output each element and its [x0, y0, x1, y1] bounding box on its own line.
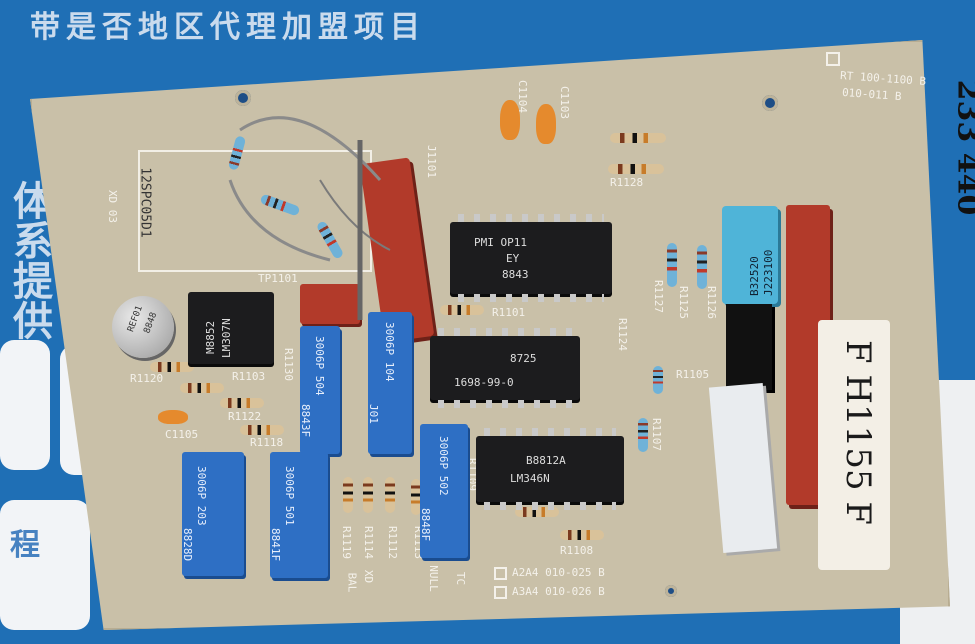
trimpot-3: 3006P 203 8828D [181, 452, 244, 576]
resistor [515, 507, 559, 517]
black-component [726, 304, 772, 390]
mounting-hole [762, 95, 778, 111]
mounting-hole [235, 90, 251, 106]
a2a4-part-number: A2A4 010-025 B [512, 566, 605, 579]
trimpot-3-line2: 8828D [181, 528, 194, 562]
sticker-text: F H1155 F [838, 340, 878, 525]
trimpot-1: 3006P 504 8843F [299, 326, 340, 454]
film-cap-line2: J223100 [762, 249, 775, 296]
resistor [440, 305, 484, 315]
r1122-label: R1122 [228, 410, 262, 423]
connector-header-small [300, 284, 360, 324]
ref01-can-ic: REF01 8848 [112, 296, 174, 358]
handwritten-sticker: F H1155 F [818, 320, 890, 570]
trimpot-2-line1: 3006P 104 [383, 322, 396, 382]
trimpot-1-line1: 3006P 504 [313, 336, 326, 396]
mounting-hole [665, 585, 677, 597]
capacitor-c1104 [500, 100, 520, 140]
op11-line1: PMI OP11 [474, 236, 527, 249]
tp1101-label: TP1101 [258, 272, 298, 285]
mat-tile-left-1 [0, 340, 50, 470]
trimpot-5-line2: 8848F [419, 508, 432, 542]
resistor [150, 362, 194, 372]
mat-side-text: 体系提供 [6, 180, 52, 340]
resistor [608, 164, 664, 174]
r1118-label: R1118 [250, 436, 284, 449]
trimpot-2: 3006P 104 J01 [367, 312, 412, 454]
ic8725-line1: 8725 [510, 352, 537, 365]
trimpot-4: 3006P 501 8841F [269, 452, 328, 578]
mat-tile-left-2: 程 [0, 500, 90, 630]
op11-line3: 8843 [502, 268, 529, 281]
trimpot-4-line2: 8841F [269, 528, 282, 562]
film-cap-line1: B32520 [748, 256, 761, 296]
capacitor-c1105 [158, 410, 188, 424]
trimpot-5-line1: 3006P 502 [437, 436, 450, 496]
ic-op11: PMI OP11 EY 8843 [450, 214, 612, 302]
op11-line2: EY [506, 252, 520, 265]
resistor [180, 383, 224, 393]
resistor [240, 425, 284, 435]
r1120-label: R1120 [130, 372, 164, 385]
trimpot-5: 3006P 502 8848F [419, 424, 468, 558]
rt-checkbox [826, 52, 840, 66]
lm307-line2: LM307N [220, 318, 233, 358]
a3a4-part-number: A3A4 010-026 B [512, 585, 605, 598]
r1108-label: R1108 [560, 544, 594, 557]
ic-lm307n: M8852 LM307N [188, 292, 274, 364]
lm307-line1: M8852 [204, 320, 217, 354]
resistor [560, 530, 604, 540]
c1105-label: C1105 [165, 428, 199, 441]
r1105-label: R1105 [676, 368, 710, 381]
resistor [220, 398, 264, 408]
film-capacitor: B32520 J223100 [722, 206, 778, 304]
trimpot-1-line2: 8843F [299, 404, 312, 438]
r1128-label: R1128 [610, 176, 644, 189]
trimpot-2-line2: J01 [367, 404, 380, 424]
trimpot-4-line1: 3006P 501 [283, 466, 296, 526]
lm346-line1: B8812A [526, 454, 566, 467]
r1103-label: R1103 [232, 370, 266, 383]
trimpot-3-line1: 3006P 203 [195, 466, 208, 526]
mat-tile-glyph: 程 [10, 528, 40, 563]
ic8725-line2: 1698-99-0 [454, 376, 514, 389]
a2a4-checkbox [494, 567, 507, 580]
mat-banner-text: 带是否地区代理加盟项目 [30, 10, 426, 45]
capacitor-c1103 [536, 104, 556, 144]
r1101-label: R1101 [492, 306, 526, 319]
resistor [610, 133, 666, 143]
ic-lm346n: B8812A LM346N [476, 428, 624, 510]
ref01-date: 8848 [142, 311, 160, 335]
ic-8725: 8725 1698-99-0 [430, 328, 580, 408]
lm346-line2: LM346N [510, 472, 550, 485]
a3a4-checkbox [494, 586, 507, 599]
